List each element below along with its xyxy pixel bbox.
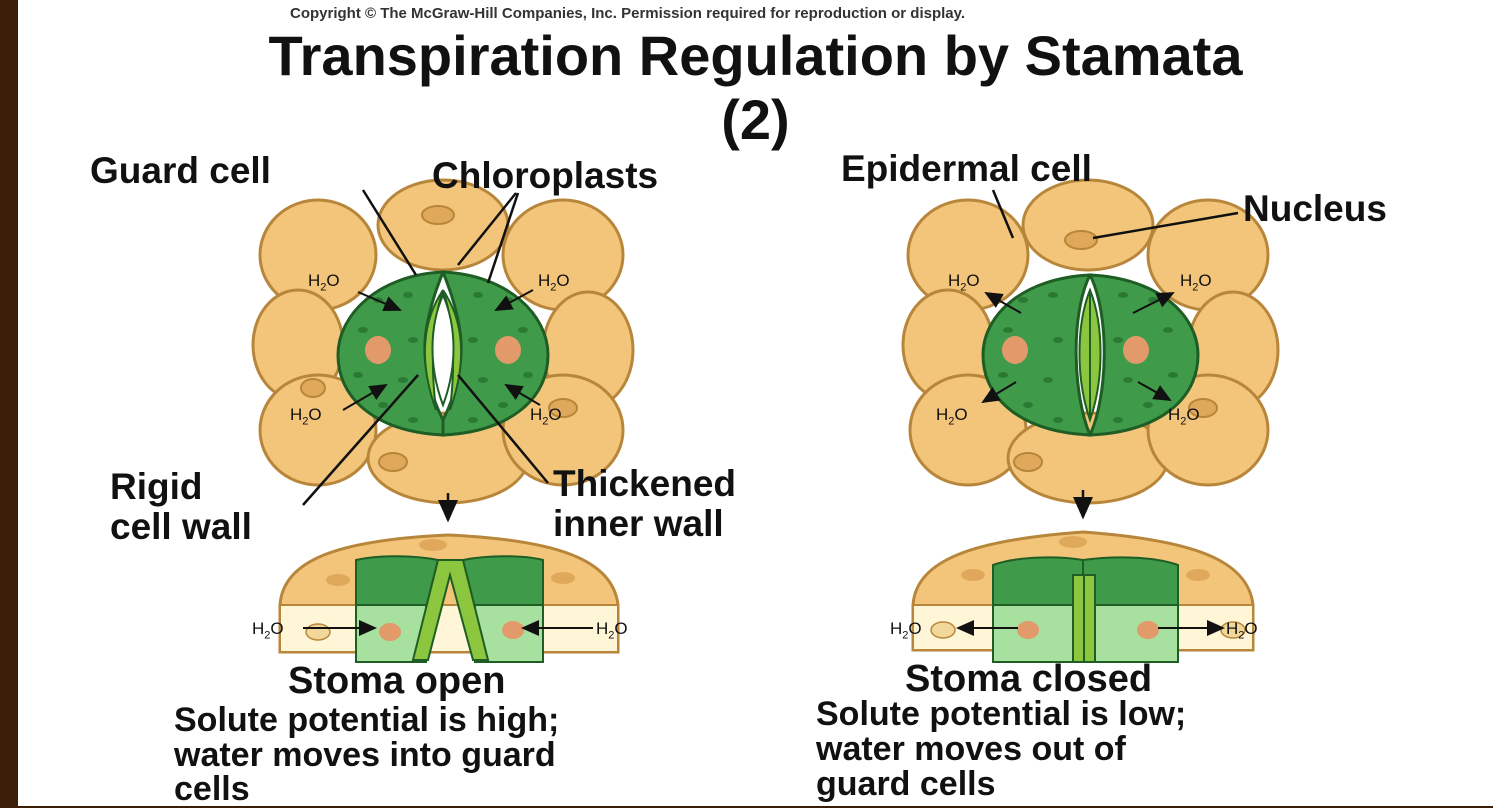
open-stoma-top-view: [253, 180, 633, 503]
slide-panel: Copyright © The McGraw-Hill Companies, I…: [18, 0, 1493, 806]
caption-open-line1: Solute potential is high;: [174, 703, 559, 737]
caption-stoma-closed: Stoma closed: [905, 660, 1152, 698]
stomata-diagram: [18, 0, 1493, 806]
closed-stoma-cross-section: [913, 532, 1253, 662]
water-label: H2O: [596, 619, 628, 641]
guard-nucleus-right-closed: [1123, 336, 1149, 364]
water-label: H2O: [538, 271, 570, 293]
caption-open-line3: cells: [174, 772, 250, 806]
label-cell-wall: cell wall: [110, 508, 252, 545]
water-label: H2O: [936, 405, 968, 427]
label-guard-cell: Guard cell: [90, 152, 271, 189]
label-nucleus: Nucleus: [1243, 190, 1387, 227]
label-rigid: Rigid: [110, 468, 202, 505]
label-thickened: Thickened: [553, 465, 736, 502]
caption-closed-line1: Solute potential is low;: [816, 697, 1186, 731]
guard-nucleus-left-open: [365, 336, 391, 364]
guard-nucleus-left-closed: [1002, 336, 1028, 364]
open-stoma-cross-section: [280, 535, 618, 662]
water-label: H2O: [890, 619, 922, 641]
water-label: H2O: [1180, 271, 1212, 293]
water-label: H2O: [308, 271, 340, 293]
caption-closed-line2: water moves out of: [816, 732, 1126, 766]
water-label: H2O: [252, 619, 284, 641]
label-inner-wall: inner wall: [553, 505, 724, 542]
caption-stoma-open: Stoma open: [288, 662, 505, 700]
label-chloroplasts: Chloroplasts: [432, 157, 658, 194]
water-label: H2O: [290, 405, 322, 427]
caption-open-line2: water moves into guard: [174, 738, 556, 772]
closed-stoma-top-view: [903, 180, 1278, 503]
caption-closed-line3: guard cells: [816, 767, 996, 801]
water-label: H2O: [530, 405, 562, 427]
guard-nucleus-right-open: [495, 336, 521, 364]
label-epidermal-cell: Epidermal cell: [841, 150, 1092, 187]
water-label: H2O: [1168, 405, 1200, 427]
water-label: H2O: [948, 271, 980, 293]
water-label: H2O: [1226, 619, 1258, 641]
